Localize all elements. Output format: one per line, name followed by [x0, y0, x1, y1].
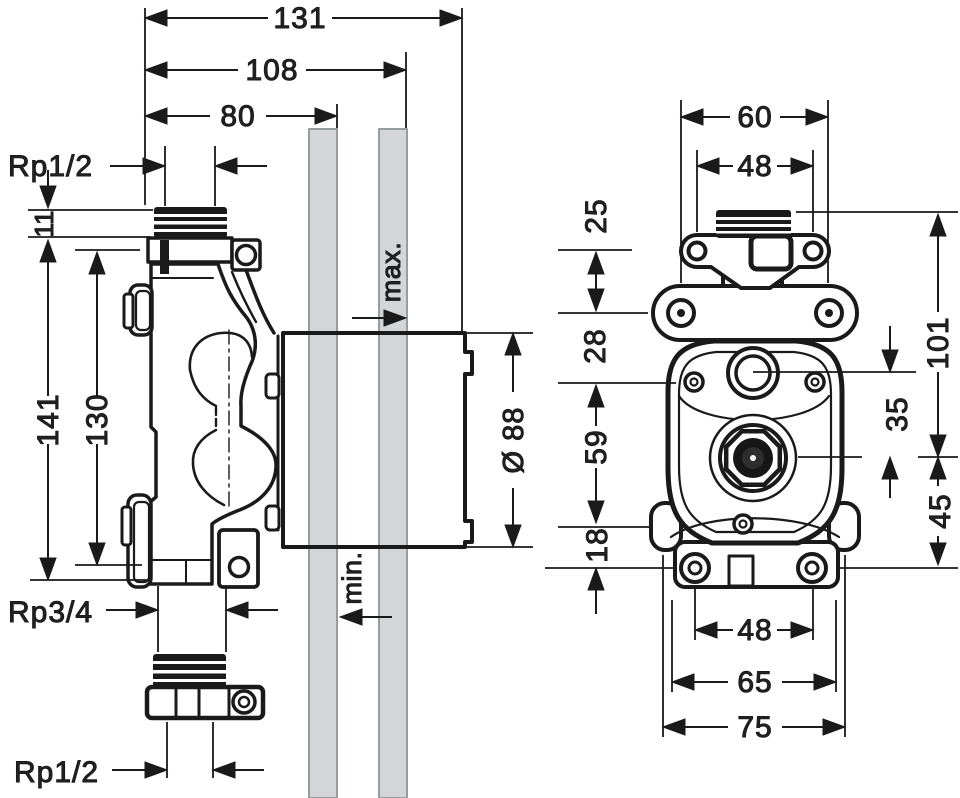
dim-45: 45 [924, 493, 957, 528]
base-hole-left-inner [687, 560, 703, 576]
front-body-inner [677, 350, 833, 534]
valve-bulb-line2 [188, 368, 218, 408]
valve-balloon-line [191, 428, 226, 507]
ear-lower-inner [132, 500, 151, 584]
dim-11: 11 [29, 211, 59, 238]
label-max: max. [376, 242, 406, 303]
dim-dia-88: Ø 88 [498, 407, 530, 474]
arm-curve2 [230, 270, 258, 324]
dim-48-top: 48 [737, 150, 772, 183]
ear-upper-cap [122, 292, 135, 330]
base-plate-tab [727, 554, 755, 588]
threaded-cap-front [716, 210, 791, 238]
threaded-cap-top [154, 207, 227, 238]
top-port-inner [734, 354, 772, 392]
dim-141: 141 [32, 393, 65, 446]
ear-hole-right [802, 240, 824, 262]
pipe-left [308, 128, 338, 798]
dim-130: 130 [81, 393, 114, 446]
base-hole-right-inner [804, 560, 820, 576]
dim-18: 18 [581, 527, 614, 562]
mount-hole-top [234, 243, 258, 267]
dim-48-bottom: 48 [737, 614, 772, 647]
valve-bulb-line [188, 331, 254, 372]
lug-bottom-right [827, 501, 861, 552]
dim-80: 80 [220, 100, 255, 133]
side-view-dimensions: 131 108 80 Rp1/2 11 141 130 Rp3/4 Rp1/2 [8, 2, 533, 790]
valve-body [148, 262, 278, 586]
front-view-dimensions: 60 48 25 28 59 18 101 45 35 48 6 [545, 100, 958, 745]
front-view-drawing [649, 210, 861, 589]
hidden-thread-lines [214, 406, 243, 432]
pipe-right [378, 128, 408, 798]
dim-101: 101 [922, 316, 955, 369]
dim-25: 25 [580, 198, 613, 233]
ear-hole-left [686, 240, 708, 262]
flange-slot [160, 240, 169, 274]
lug-dot-left [677, 309, 685, 317]
dim-28: 28 [579, 328, 612, 363]
label-rp12-bottom: Rp1/2 [14, 756, 99, 789]
label-rp12-top: Rp1/2 [8, 150, 93, 183]
dim-35: 35 [881, 396, 914, 431]
lug-dot-right [825, 309, 833, 317]
ear-lower-cap [120, 505, 133, 547]
screw-holes [683, 371, 826, 535]
ear-upper-inner [134, 289, 152, 332]
bottom-fitting [144, 654, 266, 721]
dim-65: 65 [737, 666, 772, 699]
spindle [708, 413, 798, 503]
clip-upper [264, 372, 281, 400]
label-min: min. [337, 551, 367, 604]
side-view-drawing [120, 128, 474, 798]
mount-hole-bottom [227, 555, 251, 579]
body-step-lines [149, 277, 214, 585]
dim-60: 60 [737, 101, 772, 134]
dim-59: 59 [580, 429, 613, 464]
dim-131: 131 [273, 2, 326, 35]
label-rp34: Rp3/4 [8, 596, 93, 629]
valve-stem-square [748, 233, 794, 272]
dim-108: 108 [245, 54, 298, 87]
dim-75: 75 [737, 711, 772, 744]
arm-curve [244, 268, 276, 335]
clip-lower [264, 504, 281, 532]
gasket-bottom [669, 517, 841, 539]
